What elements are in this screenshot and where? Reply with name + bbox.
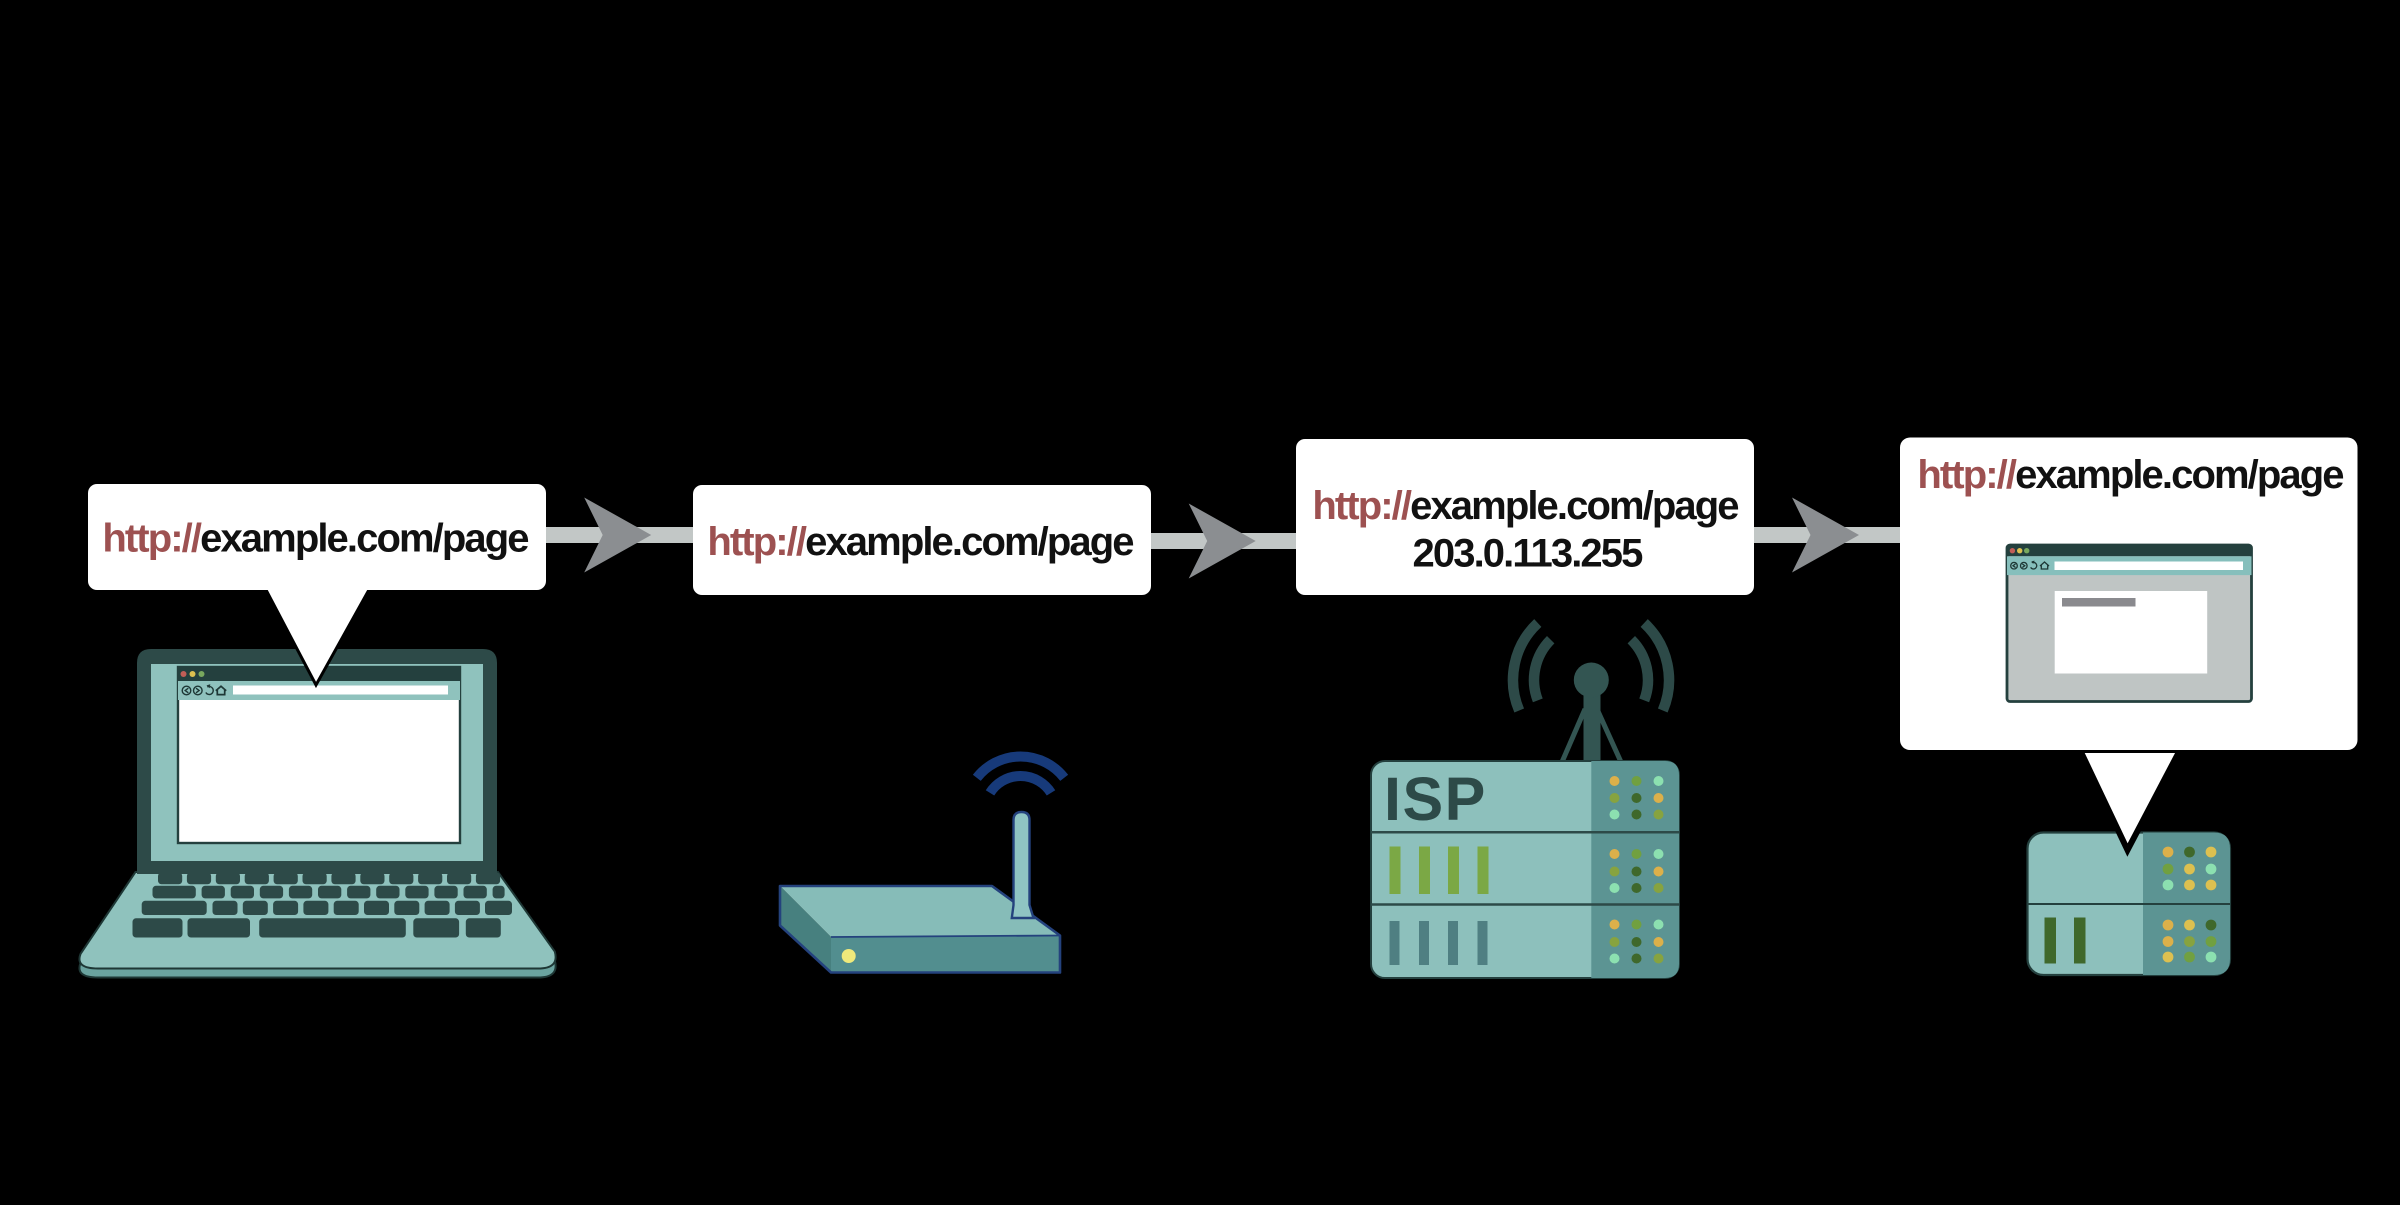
svg-text:http://example.com/page: http://example.com/page	[1312, 484, 1738, 528]
svg-text:http://example.com/page: http://example.com/page	[102, 517, 528, 561]
svg-text:ISP: ISP	[1384, 765, 1487, 833]
svg-text:203.0.113.255: 203.0.113.255	[1413, 532, 1644, 576]
svg-text:http://example.com/page: http://example.com/page	[1917, 453, 2343, 497]
svg-text:http://example.com/page: http://example.com/page	[707, 520, 1133, 564]
